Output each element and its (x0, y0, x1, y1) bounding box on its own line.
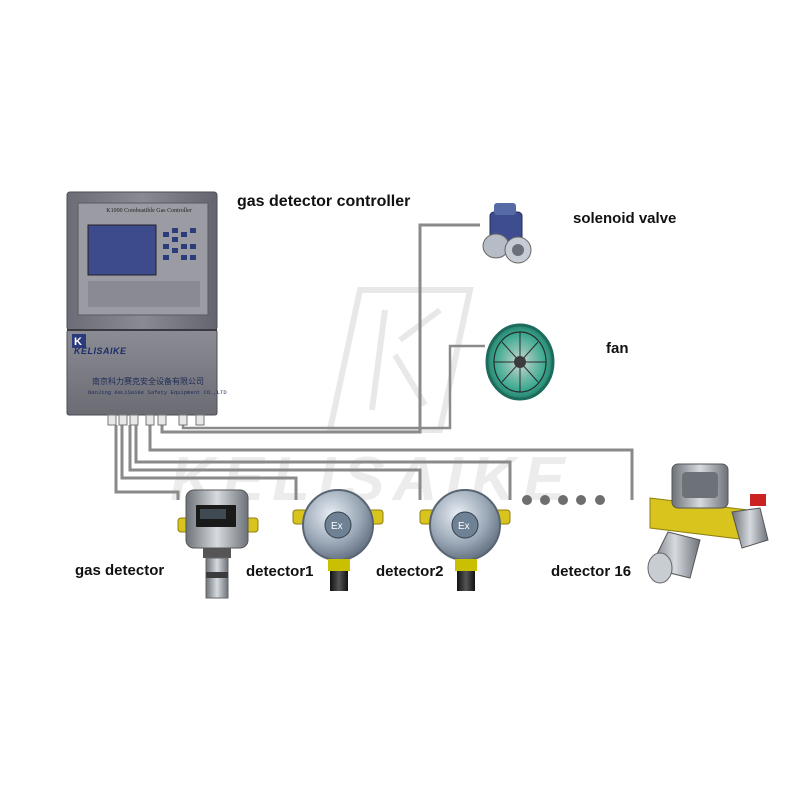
ex-badge-2: Ex (458, 521, 470, 532)
detector1-label: detector1 (246, 563, 314, 580)
keypad (163, 228, 196, 260)
cable-glands (107, 414, 205, 426)
gas-detector-label: gas detector (75, 562, 165, 579)
detector2-label: detector2 (376, 563, 444, 580)
watermark-logo: KELISAIKE (170, 287, 565, 514)
solenoid-valve-label: solenoid valve (573, 210, 677, 227)
svg-text:K: K (74, 336, 82, 348)
ex-badge-1: Ex (331, 521, 343, 532)
controller-company-en: NanJing KeLiSaiKe Safety Equipment CO.,L… (88, 389, 227, 396)
detector16-device (647, 463, 769, 584)
indicator-grid (88, 281, 200, 307)
gas-detector-controller: K (66, 191, 218, 426)
controller-label: gas detector controller (237, 193, 411, 210)
detector16-label: detector 16 (551, 563, 632, 580)
fan-label: fan (606, 340, 629, 357)
controller-panel-title: K1000 Combustible Gas Controller (106, 208, 192, 214)
gas-detector-device (177, 489, 259, 599)
fan-device (485, 323, 555, 401)
controller-company-cn: 南京科力赛克安全设备有限公司 (92, 377, 204, 386)
connector-dots (522, 495, 605, 505)
detector1-device: Ex (292, 489, 384, 591)
solenoid-valve-device (482, 203, 532, 264)
controller-brand: KELISAIKE (74, 346, 127, 356)
detector2-device: Ex (419, 489, 511, 591)
